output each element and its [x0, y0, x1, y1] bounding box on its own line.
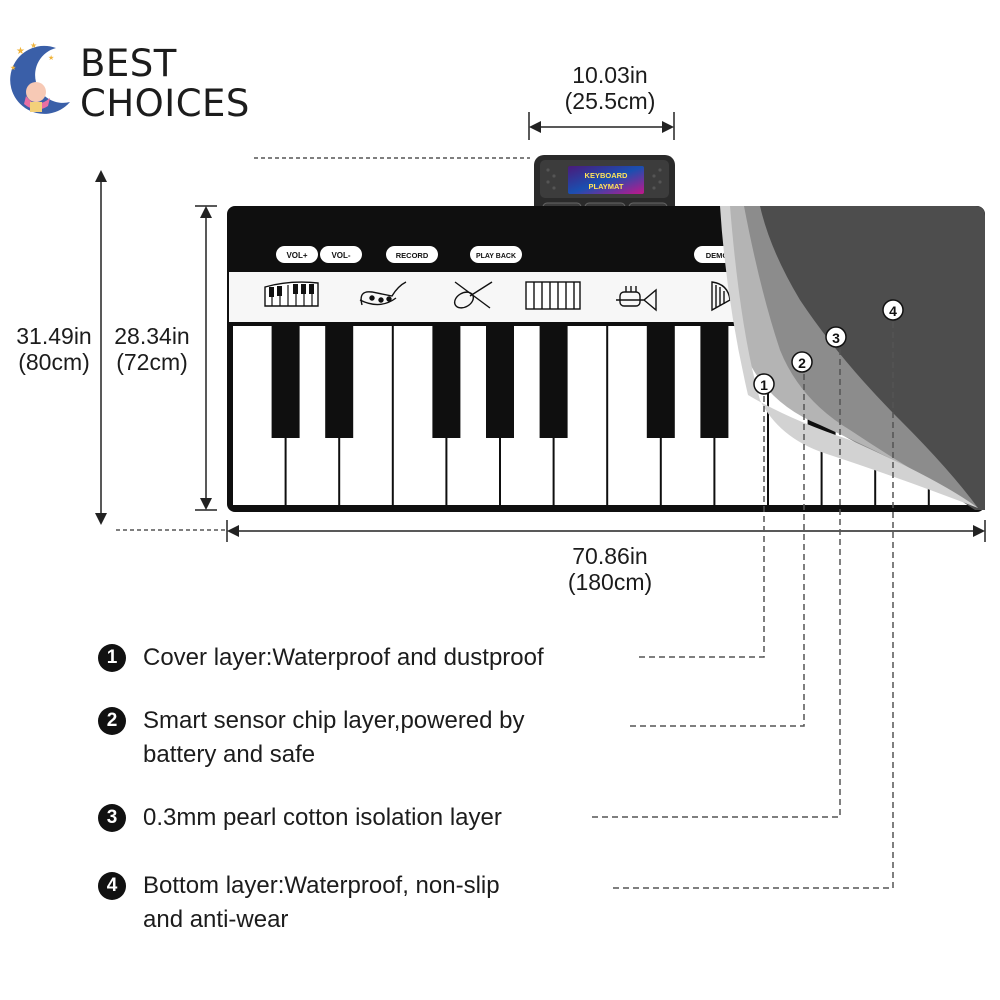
- black-key: [486, 326, 514, 438]
- black-key: [539, 326, 568, 438]
- layer-callout-2: 2 Smart sensor chip layer,powered by bat…: [98, 704, 658, 774]
- layer-stack: [720, 206, 985, 510]
- mat-length-cm: (180cm): [567, 569, 653, 595]
- black-key: [432, 326, 461, 438]
- accordion-icon: [525, 281, 581, 310]
- total-height-in: 31.49in: [16, 323, 92, 349]
- mat-height-label: 28.34in (72cm): [104, 323, 200, 375]
- leader-lines: [592, 322, 894, 889]
- screen-text-1: KEYBOARD: [585, 171, 629, 180]
- mat-length-label: 70.86in (180cm): [540, 543, 680, 595]
- layer-description-3: 0.3mm pearl cotton isolation layer: [143, 801, 502, 835]
- cotton-layer: [738, 206, 978, 508]
- dimension-lines: [95, 112, 986, 542]
- demo-button: DEMO: [706, 251, 729, 260]
- black-key: [700, 326, 729, 438]
- svg-text:★: ★: [16, 46, 25, 57]
- layer-description-4: Bottom layer:Waterproof, non-slip and an…: [143, 869, 500, 937]
- mat-height-cm: (72cm): [116, 349, 188, 375]
- instrument-icons: [264, 281, 731, 312]
- layer-description-1: Cover layer:Waterproof and dustproof: [143, 641, 544, 675]
- layer-number-3: 3: [98, 804, 126, 832]
- layer-text-line: and anti-wear: [143, 906, 289, 933]
- brand-line-2: CHOICES: [80, 82, 250, 125]
- marker-1: 1: [760, 377, 768, 393]
- marker-2: 2: [798, 355, 806, 371]
- marker-3: 3: [832, 330, 840, 346]
- device-width-in: 10.03in: [572, 62, 648, 88]
- layer-callout-3: 3 0.3mm pearl cotton isolation layer: [98, 801, 658, 841]
- vol-up-button: VOL+: [286, 251, 307, 260]
- moon-baby-icon: ★ ★ ★ ★: [10, 41, 70, 114]
- violin-icon: [453, 281, 493, 309]
- black-key: [271, 326, 300, 438]
- device-width-cm: (25.5cm): [564, 88, 656, 114]
- layer-description-2: Smart sensor chip layer,powered by batte…: [143, 704, 525, 772]
- piano-icon: [264, 281, 319, 307]
- function-buttons: VOL+ VOL- RECORD PLAY BACK DEMO: [276, 246, 740, 263]
- layer-number-2: 2: [98, 707, 126, 735]
- sensor-layer: [728, 206, 978, 508]
- screen-text-2: PLAYMAT: [588, 182, 623, 191]
- layer-callout-4: 4 Bottom layer:Waterproof, non-slip and …: [98, 869, 658, 939]
- playback-button: PLAY BACK: [476, 253, 516, 260]
- layer-number-1: 1: [98, 644, 126, 672]
- device-screen: [568, 166, 644, 194]
- device-width-label: 10.03in (25.5cm): [540, 62, 680, 114]
- layer-text-line: Cover layer:Waterproof and dustproof: [143, 644, 544, 671]
- layer-number-4: 4: [98, 872, 126, 900]
- record-button: RECORD: [396, 251, 429, 260]
- cover-layer: [720, 206, 978, 508]
- svg-text:★: ★: [10, 64, 16, 72]
- mat-height-in: 28.34in: [114, 323, 190, 349]
- trumpet-icon: [616, 286, 657, 312]
- total-height-label: 31.49in (80cm): [6, 323, 102, 375]
- svg-text:★: ★: [30, 41, 37, 50]
- svg-text:★: ★: [48, 54, 54, 62]
- layer-text-line: Bottom layer:Waterproof, non-slip: [143, 872, 500, 899]
- brand-line-1: BEST: [80, 42, 177, 85]
- black-key: [325, 326, 354, 438]
- black-key: [646, 326, 675, 438]
- layer-text-line: battery and safe: [143, 741, 316, 768]
- mat-length-in: 70.86in: [572, 543, 648, 569]
- saxophone-icon: [359, 281, 407, 306]
- layer-text-line: 0.3mm pearl cotton isolation layer: [143, 804, 502, 831]
- brand-name: BEST CHOICES: [80, 44, 250, 124]
- guide-dashes: [116, 157, 530, 531]
- brand-logo: ★ ★ ★ ★: [8, 40, 78, 120]
- total-height-cm: (80cm): [18, 349, 90, 375]
- layer-markers: 1 2 3 4: [753, 299, 904, 395]
- layer-callout-1: 1 Cover layer:Waterproof and dustproof: [98, 641, 658, 681]
- layer-text-line: Smart sensor chip layer,powered by: [143, 707, 525, 734]
- bottom-layer: [744, 206, 985, 510]
- vol-down-button: VOL-: [331, 251, 350, 260]
- marker-4: 4: [889, 303, 897, 319]
